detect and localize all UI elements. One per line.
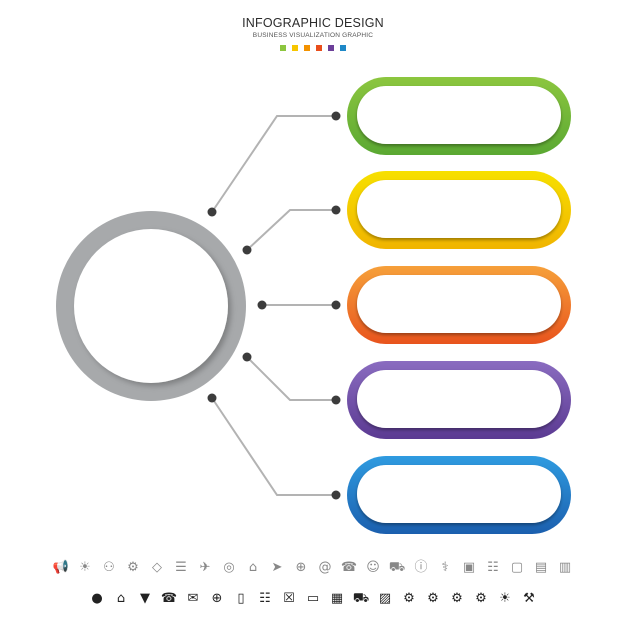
diamond-icon: ◇ (152, 560, 162, 575)
package-box-icon: ▦ (330, 591, 344, 606)
basket-icon: ☒ (283, 591, 295, 606)
chat-icon: ▢ (510, 560, 524, 575)
open-box-icon: ▨ (378, 591, 392, 606)
connector-1 (207, 111, 341, 217)
telephone-icon: ☎ (160, 591, 178, 606)
connector-line-2 (246, 209, 336, 251)
connector-start-dot-5 (207, 393, 217, 403)
option-pill-1 (347, 77, 571, 155)
house-icon: ⌂ (116, 591, 126, 606)
connectors (207, 111, 341, 500)
page-subtitle: BUSINESS VISUALIZATION GRAPHIC (252, 32, 374, 39)
color-swatches (0, 45, 626, 51)
home-icon: ⌂ (248, 560, 258, 575)
icon-row-1: 📢 ☀ ⚇ ⚙ ◇ ☰ ✈ ◎ ⌂ ➤ ⊕ @ ☎ ☺ ⛟ ⓘ ⚕ ▣ ☷ ▢ ▤ ▥ (0, 560, 626, 576)
rocket-icon: ✈ (199, 560, 211, 575)
option-pills (347, 77, 571, 534)
color-swatch-1 (280, 45, 286, 51)
world-icon: ⊕ (211, 591, 223, 606)
settings-cog-icon: ⚙ (427, 591, 439, 606)
option-pill-3 (347, 266, 571, 344)
central-circle (56, 211, 246, 401)
connector-start-dot-3 (257, 300, 267, 310)
connector-end-dot-2 (331, 205, 341, 215)
connector-start-dot-4 (242, 352, 252, 362)
lightbulb-icon: ☀ (79, 560, 91, 575)
gear-brain-icon: ⚙ (127, 560, 139, 575)
connector-end-dot-4 (331, 395, 341, 405)
connector-2 (242, 205, 341, 255)
option-pill-4 (347, 361, 571, 439)
cog-wheel-icon: ⚙ (475, 591, 487, 606)
connector-3 (257, 300, 341, 310)
color-swatch-6 (340, 45, 346, 51)
option-pill-2 (347, 171, 571, 249)
wallet-icon: ▣ (462, 560, 476, 575)
person-icon: ● (91, 591, 103, 606)
connector-5 (207, 393, 341, 500)
connector-end-dot-5 (331, 490, 341, 500)
money-icon: ▤ (534, 560, 548, 575)
credit-card-icon: ▭ (306, 591, 320, 606)
send-icon: ➤ (271, 560, 283, 575)
page-title: INFOGRAPHIC DESIGN (242, 16, 384, 30)
delivery-truck-icon: ⛟ (352, 591, 370, 606)
connector-line-1 (211, 115, 336, 213)
pill-content-area-5 (357, 465, 561, 523)
color-swatch-3 (304, 45, 310, 51)
user-icon: ☺ (366, 560, 380, 575)
target-icon: ◎ (223, 560, 235, 575)
gears-icon: ⚙ (403, 591, 415, 606)
handshake-icon: ⚕ (441, 560, 449, 575)
comments-icon: ▥ (558, 560, 572, 575)
icon-row-2: ● ⌂ ▼ ☎ ✉ ⊕ ▯ ☷ ☒ ▭ ▦ ⛟ ▨ ⚙ ⚙ ⚙ ⚙ ☀ ⚒ (0, 591, 626, 607)
color-swatch-2 (292, 45, 298, 51)
color-swatch-5 (328, 45, 334, 51)
option-pill-5 (347, 456, 571, 534)
globe-icon: ⊕ (295, 560, 307, 575)
pill-content-area-2 (357, 180, 561, 238)
connector-line-5 (211, 397, 336, 496)
phone-icon: ☎ (340, 560, 358, 575)
central-circle-inner (74, 229, 228, 383)
document-icon: ☷ (487, 560, 499, 575)
pill-content-area-1 (357, 86, 561, 144)
team-icon: ⚇ (103, 560, 115, 575)
tools-icon: ⚒ (523, 591, 535, 606)
bar-chart-icon: ☰ (175, 560, 187, 575)
connector-end-dot-1 (331, 111, 341, 121)
connector-4 (242, 352, 341, 405)
at-sign-icon: @ (318, 560, 332, 575)
cart-icon: ⛟ (388, 560, 406, 575)
clipboard-icon: ☷ (259, 591, 271, 606)
location-pin-icon: ▼ (140, 591, 150, 606)
pill-content-area-3 (357, 275, 561, 333)
header: INFOGRAPHIC DESIGN BUSINESS VISUALIZATIO… (0, 16, 626, 51)
support-24h-icon: ⓘ (414, 560, 428, 575)
megaphone-icon: 📢 (52, 560, 70, 575)
connector-end-dot-3 (331, 300, 341, 310)
idea-bulb-icon: ☀ (499, 591, 511, 606)
connector-start-dot-2 (242, 245, 252, 255)
connector-start-dot-1 (207, 207, 217, 217)
mail-icon: ✉ (187, 591, 199, 606)
color-swatch-4 (316, 45, 322, 51)
connector-line-4 (246, 356, 336, 401)
pill-content-area-4 (357, 370, 561, 428)
mobile-icon: ▯ (237, 591, 245, 606)
cogs-icon: ⚙ (451, 591, 463, 606)
